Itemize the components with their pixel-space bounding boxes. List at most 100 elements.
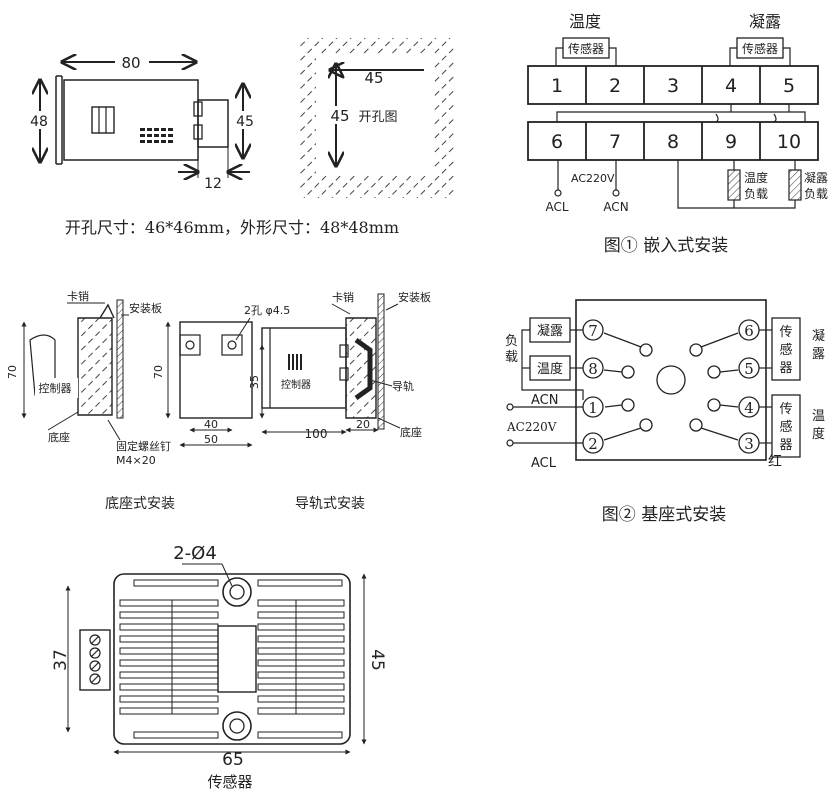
socket-holes (603, 332, 739, 441)
label-window (91, 106, 115, 134)
sensor-drawing: 2-Ø4 37 45 (51, 543, 387, 791)
terminal-2: 2 (609, 75, 621, 97)
rail-plate-label: 安装板 (398, 290, 431, 304)
acl-terminal-dot (554, 189, 562, 197)
wire (555, 47, 563, 66)
sensor-holes-label: 2-Ø4 (173, 543, 217, 564)
bottom-terminal-strip (527, 121, 819, 161)
dew-sensor-text: 传感器 (742, 41, 778, 56)
clip-lower (193, 124, 203, 140)
base-wires (512, 329, 772, 444)
acl-dot (506, 439, 514, 447)
dew-label: 凝露 (749, 12, 781, 31)
red-mark: 红 (768, 454, 782, 470)
hole-box-l (179, 334, 201, 356)
terminal-4: 4 (725, 75, 737, 97)
dim-40: 40 (204, 418, 218, 431)
sensor-hole-bottom-inner (229, 718, 245, 734)
pin-circles (582, 319, 760, 454)
embedded-caption: 图① 嵌入式安装 (604, 236, 728, 256)
terminal-7: 7 (609, 131, 621, 153)
cutout-label: 开孔图 (358, 110, 397, 125)
clip-upper (193, 101, 203, 117)
temp-load-2: 负载 (744, 187, 768, 201)
leader (235, 317, 251, 341)
acl-label: ACL (545, 200, 568, 214)
sensor-char: 感 (779, 342, 792, 358)
acn-label: ACN (603, 200, 628, 214)
rail-clip-lower (339, 367, 349, 381)
pin-2: 2 (588, 435, 598, 453)
leader (47, 411, 79, 431)
base-socket (77, 317, 113, 416)
dim-12: 12 (204, 176, 222, 192)
dew-load-resistor (788, 169, 802, 201)
temp-load-text: 温度 (537, 361, 563, 377)
temp-side-2: 度 (812, 426, 825, 442)
mount-hole-left (185, 340, 195, 350)
terminal-block (197, 99, 229, 148)
sensor-char: 器 (779, 438, 792, 453)
embedded-wiring-diagram: 温度 凝露 传感器 传感器 1 2 3 4 5 6 7 8 9 10 (527, 12, 828, 256)
sensor-hole-bottom (222, 711, 252, 741)
controller-label-bg (35, 378, 78, 398)
base-mount-drawing: 卡销 安装板 控制器 70 底座 固定螺丝钉 M4×20 2孔 φ4.5 70 … (6, 289, 290, 512)
sensor-dim-37: 37 (51, 649, 71, 671)
load-char-1: 负 (505, 334, 518, 349)
sensor-window (217, 625, 257, 693)
leader (331, 303, 351, 315)
dew-load-1: 凝露 (804, 170, 828, 185)
bus-wiring (556, 104, 806, 209)
dew-side-2: 露 (812, 347, 825, 362)
base-wiring-caption: 图② 基座式安装 (602, 505, 726, 525)
dim-70b: 70 (152, 365, 165, 379)
terminal-block-sensor (79, 629, 111, 691)
terminal-8: 8 (667, 131, 679, 153)
cut-dim-45-v: 45 (330, 107, 349, 125)
dim-80: 80 (121, 54, 140, 72)
rail-controller-label: 控制器 (281, 378, 311, 391)
acn-terminal-dot (612, 189, 620, 197)
terminal-9: 9 (725, 131, 737, 153)
sensor-caption: 传感器 (207, 773, 252, 791)
panel-mount-drawing: 80 48 45 12 (26, 38, 455, 237)
dim-20: 20 (356, 418, 370, 431)
sensor-housing (113, 573, 351, 745)
sensor-char: 器 (779, 361, 792, 376)
pin-5: 5 (744, 360, 754, 378)
leader (107, 419, 121, 441)
sensor-char: 传 (779, 325, 792, 340)
cut-45-v-bg (327, 106, 353, 124)
wire (609, 47, 617, 66)
pin-8: 8 (588, 360, 598, 378)
pin-7: 7 (588, 322, 598, 340)
dim-100: 100 (305, 427, 328, 441)
terminal-3: 3 (667, 75, 679, 97)
screw-label-1: 固定螺丝钉 (116, 439, 171, 453)
dim-48-bg (26, 111, 52, 129)
rail-clip-label: 卡销 (332, 290, 354, 304)
hole-box-r (221, 334, 243, 356)
wire (729, 47, 737, 66)
din-rail (354, 337, 373, 401)
sensor-dim-65: 65 (222, 750, 244, 770)
dim-45-depth: 45 (236, 114, 254, 130)
sensor-vents (119, 579, 345, 739)
sensor-screws (89, 634, 101, 685)
leader (221, 563, 233, 587)
sensor-hole-top (222, 577, 252, 607)
temp-label: 温度 (569, 12, 601, 31)
pin-3: 3 (744, 435, 754, 453)
rail-label: 导轨 (392, 379, 414, 393)
base-wiring-diagram: 7 6 8 5 1 4 2 3 凝露 温度 负 载 ACN AC220V ACL… (505, 299, 825, 525)
leader (385, 303, 399, 311)
pin-1: 1 (588, 399, 598, 417)
controller-body-side (63, 79, 199, 161)
leader (377, 417, 401, 429)
dim-35: 35 (248, 375, 261, 389)
octal-socket-frame (575, 299, 767, 461)
base-acl: ACL (531, 456, 557, 471)
ac220v-label: AC220V (571, 172, 615, 185)
rail-controller-body (261, 327, 347, 409)
